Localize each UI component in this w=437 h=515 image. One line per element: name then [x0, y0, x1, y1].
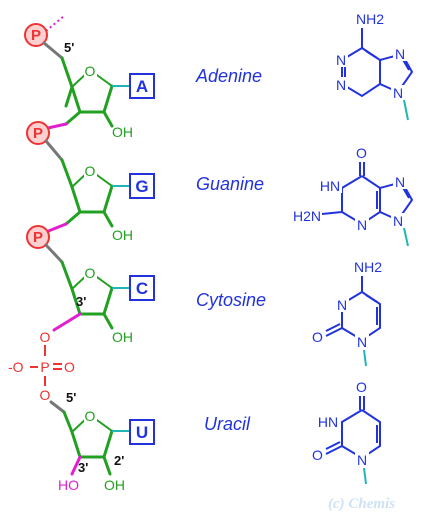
p-c5-bond	[44, 139, 64, 162]
3-5-linkage	[46, 122, 68, 130]
prime-label: 3'	[76, 294, 86, 309]
phosphate-1: P	[24, 23, 48, 47]
oxygen-label: O	[356, 379, 367, 395]
phosphate-2: P	[26, 121, 50, 145]
phosphorus: P	[40, 359, 49, 375]
p-c5-bond	[42, 41, 64, 60]
n-atom: N	[393, 85, 403, 101]
n-atom: N	[357, 334, 367, 350]
cytosine-structure: NH2 N O N	[312, 259, 382, 367]
amino-label: H2N	[293, 208, 321, 224]
phosphate-label: P	[33, 229, 43, 246]
hydroxyl-label: OH	[112, 227, 133, 243]
n-atom: N	[393, 213, 403, 229]
sugar-4: O 3' 2' HO OH	[58, 408, 130, 493]
n-atom: N	[357, 217, 367, 233]
n-atom: N	[336, 77, 346, 93]
amino-label: NH2	[354, 259, 382, 275]
hydroxyl-label: OH	[104, 477, 125, 493]
negative-oxygen: -O	[8, 359, 24, 375]
3-5-linkage	[44, 222, 68, 234]
base-name-adenine: Adenine	[195, 66, 262, 86]
amino-label: NH2	[356, 11, 384, 27]
base-box-1: A	[129, 73, 155, 99]
base-name-cytosine: Cytosine	[196, 290, 266, 310]
base-letter: U	[136, 423, 148, 442]
ring-oxygen: O	[85, 265, 96, 281]
o-c5-bond	[49, 400, 66, 414]
sugar-3: O 3' OH	[60, 260, 133, 345]
adenine-structure: NH2 N N N N	[334, 11, 414, 121]
hydroxyl-label: OH	[112, 124, 133, 140]
sugar-2: O OH	[60, 158, 133, 243]
ring-oxygen: O	[85, 408, 96, 424]
p-c5-bond	[44, 243, 64, 264]
base-letter: C	[136, 279, 148, 298]
base-box-3: C	[129, 275, 155, 301]
base-letter: A	[136, 77, 148, 96]
n-atom: N	[357, 452, 367, 468]
prime-label: 3'	[78, 460, 88, 475]
oxygen-label: O	[312, 447, 323, 463]
n-atom: N	[337, 297, 347, 313]
n-atom: N	[395, 46, 405, 62]
bridge-oxygen: O	[40, 329, 51, 345]
bridge-oxygen: O	[40, 387, 51, 403]
n-atom: N	[336, 52, 346, 68]
hn-atom: HN	[318, 414, 338, 430]
base-box-4: U	[129, 419, 155, 445]
ring-oxygen: O	[85, 63, 96, 79]
oxygen-label: O	[312, 329, 323, 345]
prime-label: 5'	[64, 40, 74, 55]
phosphate-3: P	[26, 225, 50, 249]
hn-atom: HN	[320, 178, 340, 194]
copyright-watermark: (c) Chemis	[328, 496, 395, 512]
phosphate-label: P	[31, 27, 41, 44]
hydroxyl-label: OH	[112, 329, 133, 345]
phosphodiester-group: O -O P O O	[8, 329, 75, 403]
sugar-1: O OH	[60, 56, 133, 140]
ho-label: HO	[58, 477, 79, 493]
base-box-2: G	[129, 173, 155, 199]
3-prime-linkage	[52, 312, 82, 332]
prime-label: 2'	[114, 453, 124, 468]
double-bond-oxygen: O	[64, 359, 75, 375]
uracil-structure: O HN O N	[312, 379, 381, 485]
base-name-guanine: Guanine	[196, 174, 264, 194]
guanine-structure: O HN H2N N N N	[292, 145, 414, 247]
phosphate-label: P	[33, 125, 43, 142]
oxygen-label: O	[356, 145, 367, 161]
base-letter: G	[135, 177, 148, 196]
chain-continuation	[45, 15, 65, 32]
ring-oxygen: O	[85, 163, 96, 179]
prime-label: 5'	[66, 390, 76, 405]
base-name-uracil: Uracil	[204, 414, 251, 434]
n-atom: N	[395, 174, 405, 190]
